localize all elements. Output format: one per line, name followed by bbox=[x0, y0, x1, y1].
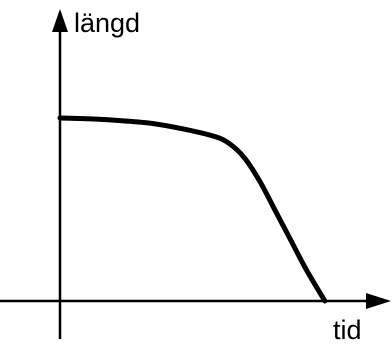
y-axis-label: längd bbox=[74, 8, 140, 38]
series-layer bbox=[57, 115, 328, 304]
x-axis-label: tid bbox=[333, 315, 362, 345]
y-axis-arrow bbox=[52, 9, 68, 32]
series-line-0 bbox=[57, 115, 328, 304]
x-axis-arrow bbox=[366, 293, 391, 309]
